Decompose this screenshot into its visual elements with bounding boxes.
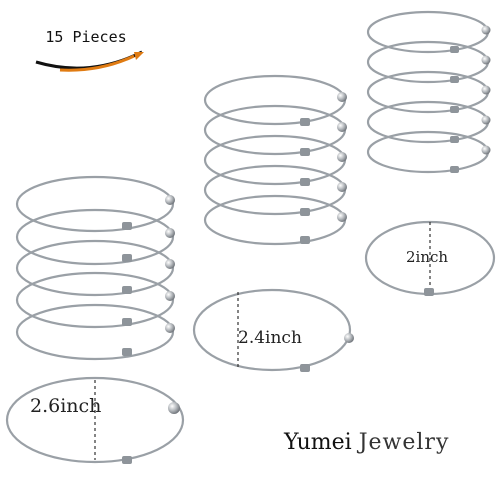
bangle-stack-middle-clasps	[300, 92, 347, 244]
badge-swoosh	[35, 50, 144, 72]
pieces-count-text: 15 Pieces	[45, 28, 127, 46]
bangle-stack-left-clasps	[122, 195, 175, 356]
size-label-2-4inch: 2.4inch	[238, 328, 302, 348]
bangle-2inch	[364, 220, 496, 296]
bangle-stack-left	[15, 175, 175, 361]
size-label-2inch: 2inch	[406, 248, 449, 266]
bangle-2-4inch	[192, 288, 354, 372]
bangle-stack-middle	[203, 74, 347, 246]
bangle-2-6inch	[5, 376, 185, 464]
bangle-stack-right-clasps	[450, 25, 491, 173]
pieces-badge: 15 Pieces	[22, 18, 150, 74]
brand-first: Yumei	[284, 430, 352, 455]
brand-second: Jewelry	[358, 430, 450, 455]
size-label-2-6inch: 2.6inch	[30, 395, 102, 417]
bangle-stack-right	[366, 10, 490, 174]
brand-name: Yumei Jewelry	[284, 430, 449, 455]
